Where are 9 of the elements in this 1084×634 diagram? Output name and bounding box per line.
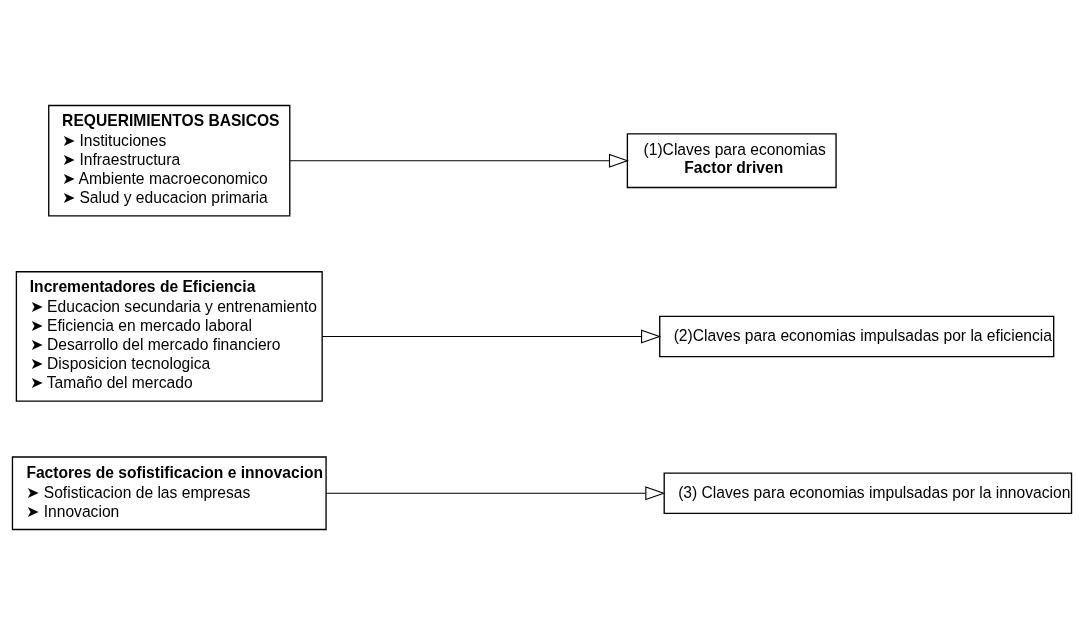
arrow — [325, 485, 666, 500]
node-box: REQUERIMIENTOS BASICOS ➤ Instituciones ➤ Infraestructura ➤ Ambiente macroeconomico ➤ Salud y educacion primaria — [48, 104, 291, 217]
arrow — [289, 153, 630, 168]
node-box: (2)Claves para economias impulsadas por la eficiencia — [659, 315, 1055, 357]
node-box: Incrementadores de Eficiencia ➤ Educacion secundaria y entrenamiento ➤ Eficiencia en mercado laboral ➤ Desarrollo del mercado financiero ➤ Disposicion tecnologica ➤ Tamaño del mercado — [15, 270, 323, 402]
node-box: Factores de sofistificacion e innovacion ➤ Sofisticacion de las empresas ➤ Innovacion — [11, 455, 327, 530]
node-box: (3) Claves para economias impulsadas por la innovacion — [663, 472, 1073, 514]
node-box: (1)Claves para economias Factor driven — [626, 132, 837, 188]
arrow — [321, 328, 662, 343]
